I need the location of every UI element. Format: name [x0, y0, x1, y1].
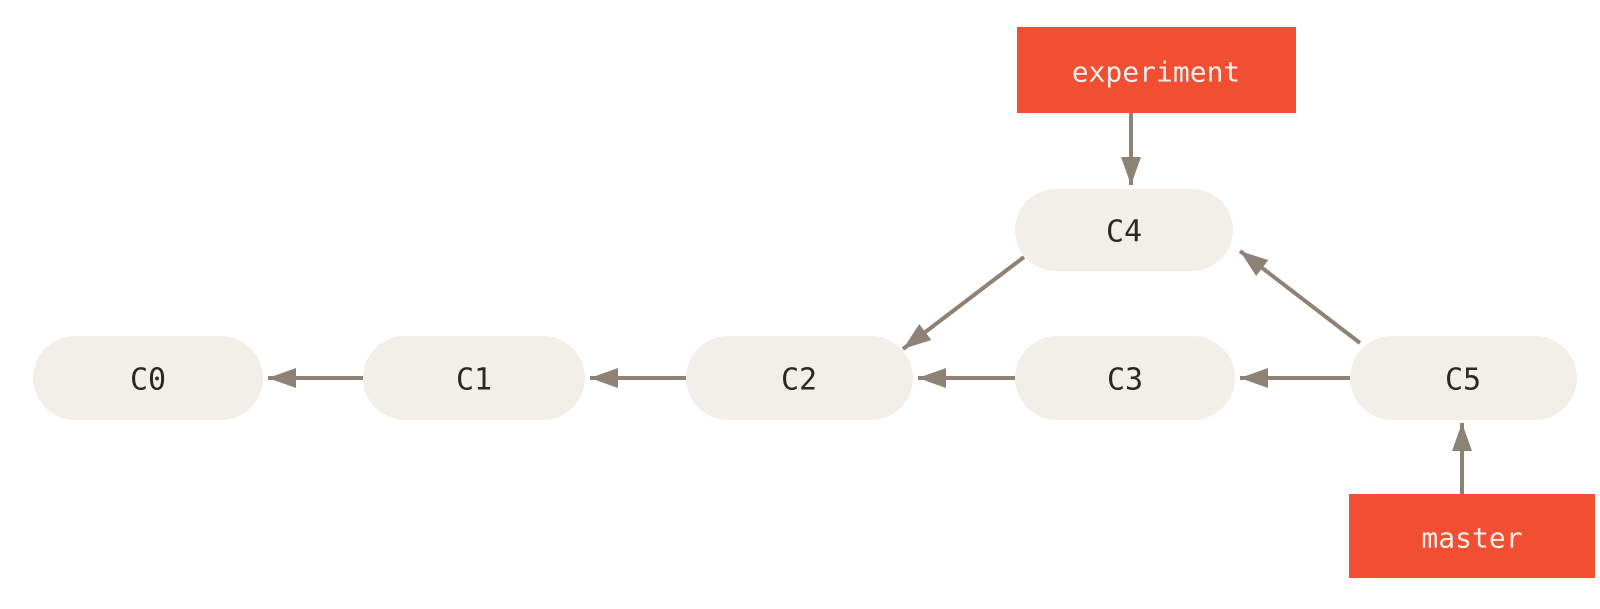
commit-node-c3-shape: [1015, 336, 1235, 420]
commit-node-c1-label: C1: [456, 363, 492, 398]
commit-node-c2: C2: [686, 336, 913, 420]
edge-c4-to-c2: [901, 255, 1026, 351]
commit-node-c0: C0: [33, 336, 263, 420]
commit-node-c0-shape: [33, 336, 263, 420]
commit-node-c3: C3: [1015, 336, 1235, 420]
commit-node-c0-label: C0: [130, 363, 166, 398]
commit-node-c4-shape: [1015, 189, 1233, 271]
commit-node-c4: C4: [1015, 189, 1233, 271]
commit-node-c2-label: C2: [781, 363, 817, 398]
branch-label-master-box: [1349, 494, 1595, 578]
branch-label-experiment-text: experiment: [1072, 56, 1241, 89]
branch-label-master: master: [1349, 494, 1595, 578]
commit-node-c1: C1: [363, 336, 585, 420]
edge-c5-to-c4: [1238, 249, 1362, 345]
commit-node-c4-label: C4: [1106, 215, 1142, 250]
edge-group: [268, 113, 1472, 494]
commit-node-c5-shape: [1350, 336, 1577, 420]
commit-node-c3-label: C3: [1107, 363, 1143, 398]
commit-node-c1-shape: [363, 336, 585, 420]
branch-label-experiment: experiment: [1017, 27, 1296, 113]
commit-node-c5: C5: [1350, 336, 1577, 420]
commit-node-c2-shape: [686, 336, 913, 420]
branch-label-experiment-box: [1017, 27, 1296, 113]
branch-label-master-text: master: [1421, 522, 1522, 555]
commit-node-c5-label: C5: [1445, 363, 1481, 398]
